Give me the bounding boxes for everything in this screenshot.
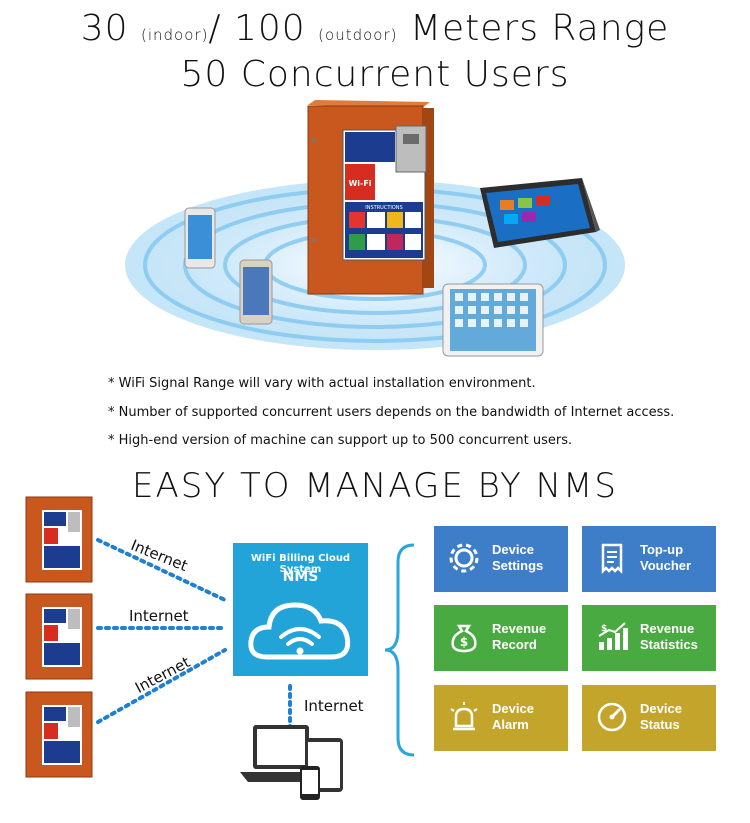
nms-network-diagram xyxy=(25,496,415,800)
svg-text:$: $ xyxy=(601,624,607,634)
client-devices xyxy=(240,725,343,800)
kiosk-thumbnail-3 xyxy=(25,691,93,778)
internet-link-1 xyxy=(96,538,227,602)
gauge-icon xyxy=(597,702,627,732)
internet-label-2: Internet xyxy=(129,607,189,625)
gear-icon xyxy=(449,543,479,573)
internet-label-4: Internet xyxy=(304,697,364,715)
svg-text:INSTRUCTIONS: INSTRUCTIONS xyxy=(365,205,402,211)
range-headline: 30 (indoor)/ 100 (outdoor) Meters Range xyxy=(80,8,670,49)
footnote-signal-range: * WiFi Signal Range will vary with actua… xyxy=(108,376,536,391)
signal-range-illustration: Wi-Fi INSTRUCTIONS xyxy=(125,100,625,357)
nms-subtitle: WiFi Billing Cloud System xyxy=(250,553,351,575)
money-bag-icon: $ xyxy=(451,624,477,653)
nms-cloud-system-box: WiFi Billing Cloud System NMS xyxy=(233,543,368,676)
internet-link-3 xyxy=(96,648,227,724)
curly-brace xyxy=(384,543,415,757)
svg-text:Wi-Fi: Wi-Fi xyxy=(348,179,371,188)
svg-text:$: $ xyxy=(460,635,468,649)
nms-title: NMS xyxy=(282,569,319,585)
wifi-vending-kiosk: Wi-Fi INSTRUCTIONS xyxy=(307,100,434,295)
receipt-icon xyxy=(601,543,623,575)
android-phone-device xyxy=(239,259,273,325)
footnote-concurrent-users: * Number of supported concurrent users d… xyxy=(108,405,675,420)
kiosk-thumbnail-2 xyxy=(25,593,93,680)
footnote-high-end-version: * High-end version of machine can suppor… xyxy=(108,433,573,448)
users-headline: 50 Concurrent Users xyxy=(180,54,570,95)
ipad-device xyxy=(442,283,544,357)
cloud-wifi-icon xyxy=(248,602,351,660)
management-title: EASY TO MANAGE BY NMS xyxy=(132,466,618,506)
bar-chart-icon: $ xyxy=(598,622,628,650)
surface-tablet-device xyxy=(480,178,600,248)
kiosk-thumbnail-1 xyxy=(25,496,93,583)
alarm-icon xyxy=(450,702,478,731)
iphone-device xyxy=(184,207,216,269)
